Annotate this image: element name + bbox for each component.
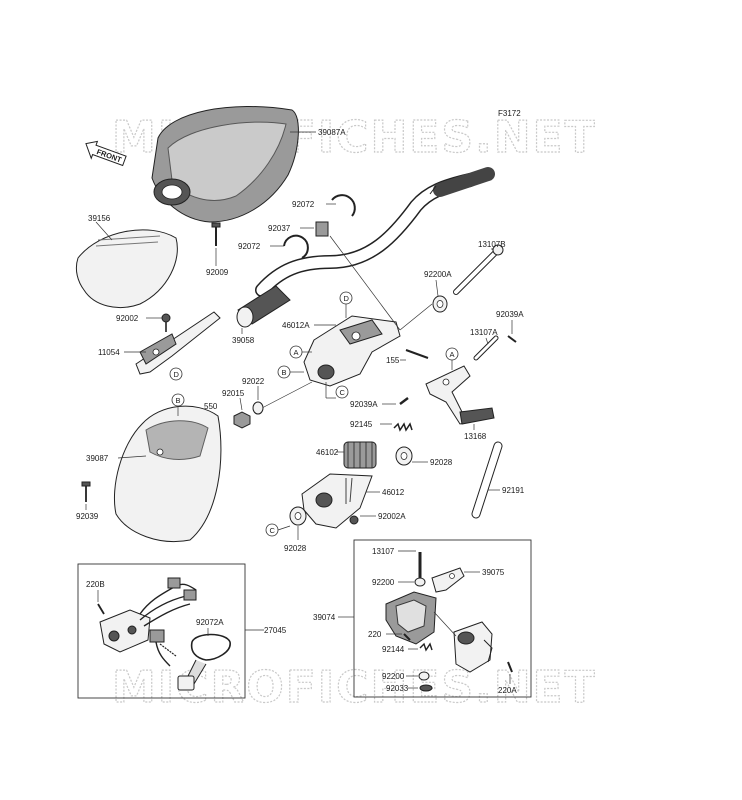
switch-assembly-27045 bbox=[99, 577, 197, 667]
part-label-92028-right: 92028 bbox=[430, 458, 453, 467]
grommet-92037 bbox=[315, 221, 329, 237]
callout-D-bracket-text: D bbox=[174, 370, 180, 379]
part-label-92072-top: 92072 bbox=[292, 200, 315, 209]
part-label-92144: 92144 bbox=[382, 645, 405, 654]
pad-39156 bbox=[75, 229, 178, 308]
part-label-27045: 27045 bbox=[264, 626, 287, 635]
bolt-92002A bbox=[349, 515, 359, 525]
part-label-220A: 220A bbox=[498, 686, 517, 695]
lever-39075 bbox=[431, 567, 465, 593]
part-label-220: 220 bbox=[368, 630, 382, 639]
part-label-92002A: 92002A bbox=[378, 512, 406, 521]
screw-92039A-right bbox=[507, 335, 517, 343]
throttle-housing-39074 bbox=[453, 621, 493, 673]
part-label-39074: 39074 bbox=[313, 613, 336, 622]
part-label-11054: 11054 bbox=[98, 348, 120, 357]
bolt-92002-left bbox=[161, 313, 171, 332]
kit-box-39074 bbox=[353, 539, 532, 698]
switch-housing-46012 bbox=[301, 473, 373, 529]
part-label-46012: 46012 bbox=[382, 488, 405, 497]
grip-39058 bbox=[236, 285, 291, 328]
part-label-39058: 39058 bbox=[232, 336, 255, 345]
part-label-92002-left: 92002 bbox=[116, 314, 139, 323]
screw-155 bbox=[405, 349, 429, 359]
callout-C-housing bbox=[335, 385, 349, 399]
screw-220 bbox=[403, 633, 411, 641]
part-label-92072-mid: 92072 bbox=[238, 242, 261, 251]
part-label-92200-low: 92200 bbox=[382, 672, 405, 681]
screw-92039A-mid bbox=[399, 397, 409, 405]
figure-code: F3172 bbox=[498, 109, 521, 118]
part-label-92009: 92009 bbox=[206, 268, 229, 277]
part-label-92145: 92145 bbox=[350, 420, 373, 429]
part-label-39087: 39087 bbox=[86, 454, 109, 463]
washer-92200-low bbox=[418, 671, 430, 681]
part-label-13107B: 13107B bbox=[478, 240, 506, 249]
part-label-550: 550 bbox=[204, 402, 218, 411]
part-label-13107A: 13107A bbox=[470, 328, 498, 337]
part-label-13107: 13107 bbox=[372, 547, 395, 556]
screw-220B bbox=[97, 603, 105, 615]
part-label-92022: 92022 bbox=[242, 377, 265, 386]
nut-92015 bbox=[233, 411, 251, 429]
washer-92022 bbox=[252, 401, 264, 415]
pin-13107B bbox=[453, 244, 504, 295]
callout-B-cover-text: B bbox=[176, 396, 181, 405]
part-label-220B: 220B bbox=[86, 580, 105, 589]
spring-92145 bbox=[393, 422, 413, 432]
part-label-92037: 92037 bbox=[268, 224, 291, 233]
part-label-39075: 39075 bbox=[482, 568, 505, 577]
part-label-13168: 13168 bbox=[464, 432, 487, 441]
part-label-155: 155 bbox=[386, 356, 400, 365]
lower-cover-39087 bbox=[113, 405, 222, 543]
callout-D-housing-text: D bbox=[344, 294, 350, 303]
part-label-92015: 92015 bbox=[222, 389, 245, 398]
part-label-46102: 46102 bbox=[316, 448, 339, 457]
kit-box-27045 bbox=[77, 563, 246, 699]
part-label-92039: 92039 bbox=[76, 512, 99, 521]
spring-92144 bbox=[419, 642, 433, 652]
part-label-92033: 92033 bbox=[386, 684, 409, 693]
clip-92072-top bbox=[331, 194, 356, 217]
clip-92072-mid bbox=[283, 234, 309, 259]
part-label-92191: 92191 bbox=[502, 486, 525, 495]
screw-92009 bbox=[211, 222, 221, 246]
callout-B-housing-text: B bbox=[282, 368, 287, 377]
part-label-92039A-right: 92039A bbox=[496, 310, 524, 319]
switch-housing-46012A bbox=[303, 315, 401, 387]
part-label-92200: 92200 bbox=[372, 578, 395, 587]
handlebar-tube bbox=[255, 167, 495, 297]
bracket-11054 bbox=[135, 311, 221, 375]
callout-C-bottom-text: C bbox=[270, 526, 276, 535]
hose-92191 bbox=[471, 441, 503, 519]
screw-220A bbox=[507, 661, 513, 673]
part-label-92200A: 92200A bbox=[424, 270, 452, 279]
part-label-92028-bottom: 92028 bbox=[284, 544, 307, 553]
clip-92033 bbox=[419, 684, 433, 692]
part-label-92039A-mid: 92039A bbox=[350, 400, 378, 409]
screw-92039 bbox=[81, 481, 91, 502]
callout-D-bracket bbox=[169, 367, 183, 381]
callout-A-lever-text: A bbox=[450, 350, 455, 359]
part-label-92072A: 92072A bbox=[196, 618, 224, 627]
part-label-46012A: 46012A bbox=[282, 321, 310, 330]
part-label-39156: 39156 bbox=[88, 214, 111, 223]
switch-body-39074 bbox=[385, 591, 437, 645]
part-label-39087A: 39087A bbox=[318, 128, 346, 137]
gear-46102 bbox=[343, 441, 377, 469]
handlebar-cover-39087A bbox=[151, 105, 299, 223]
throttle-lever-13168 bbox=[425, 365, 495, 425]
pin-13107A bbox=[473, 335, 499, 361]
washer-92200 bbox=[414, 577, 426, 587]
callout-A-housing-text: A bbox=[294, 348, 299, 357]
callout-C-housing-text: C bbox=[340, 388, 346, 397]
band-92072A bbox=[177, 633, 231, 691]
